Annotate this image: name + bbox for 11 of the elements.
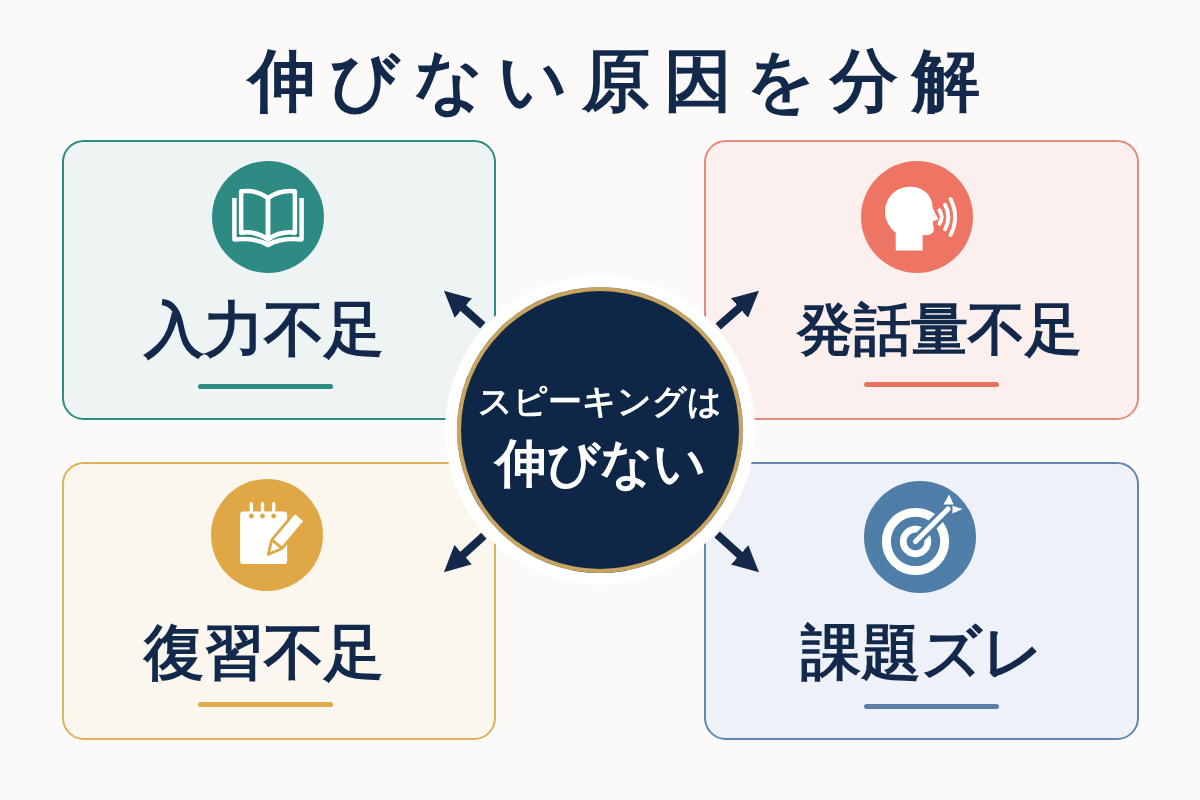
cause-card [704,462,1139,740]
title: 伸びない原因を分解 [245,44,994,119]
hub-label: スピーキングは伸びない [477,380,723,495]
cause-label: 入力不足 [144,296,384,362]
arrow [443,532,487,573]
cause-label: 課題ズレ [801,619,1043,685]
cause-label: 発話量不足 [796,297,1082,361]
arrow [714,531,759,573]
arrow [715,290,759,330]
cause-label: 復習不足 [144,619,384,685]
arrow [443,290,486,329]
